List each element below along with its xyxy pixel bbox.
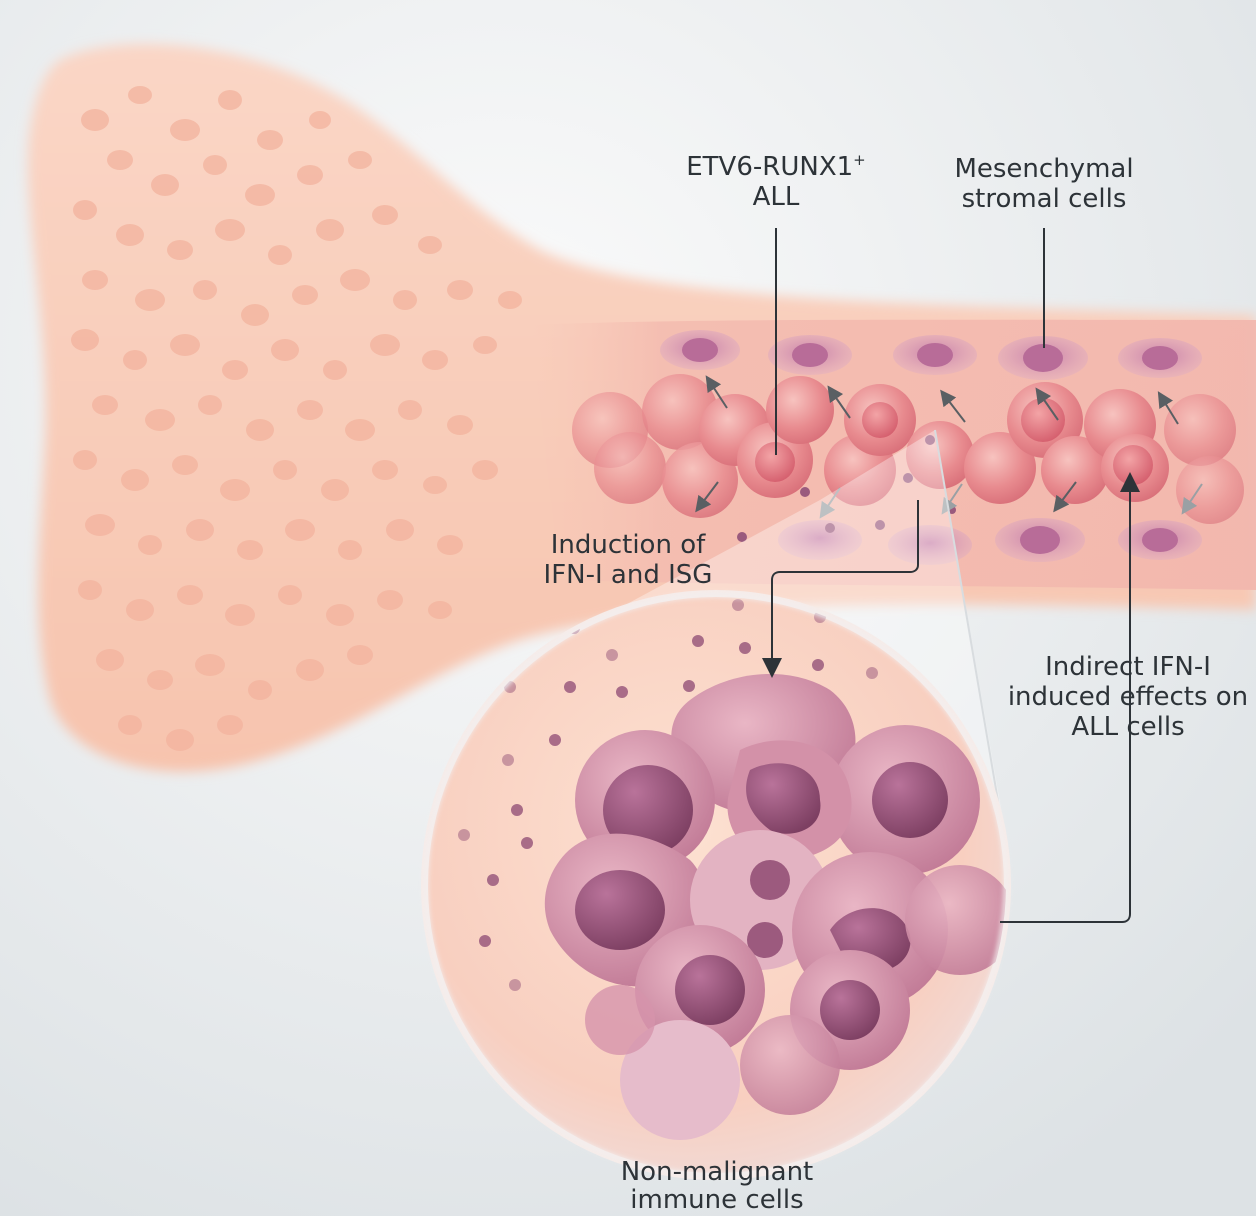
mesenchymal-label-line1: Mesenchymal (930, 154, 1158, 184)
etv6-label-line2: ALL (664, 182, 888, 212)
indirect-label-line2: induced effects on (1000, 682, 1256, 712)
mesenchymal-label: Mesenchymal stromal cells (930, 154, 1158, 214)
induction-label-line2: IFN-I and ISG (520, 560, 736, 590)
etv6-label-line1: ETV6-RUNX1 (686, 152, 853, 182)
immune-label: Non-malignant immune cells (586, 1158, 848, 1214)
indirect-label-line3: ALL cells (1000, 712, 1256, 742)
etv6-superscript: + (853, 151, 866, 169)
indirect-label: Indirect IFN-I induced effects on ALL ce… (1000, 652, 1256, 742)
immune-label-line2: immune cells (586, 1186, 848, 1214)
mesenchymal-label-line2: stromal cells (930, 184, 1158, 214)
indirect-label-line1: Indirect IFN-I (1000, 652, 1256, 682)
etv6-label: ETV6-RUNX1+ ALL (664, 152, 888, 212)
induction-label-line1: Induction of (520, 530, 736, 560)
immune-label-line1: Non-malignant (586, 1158, 848, 1186)
induction-label: Induction of IFN-I and ISG (520, 530, 736, 590)
